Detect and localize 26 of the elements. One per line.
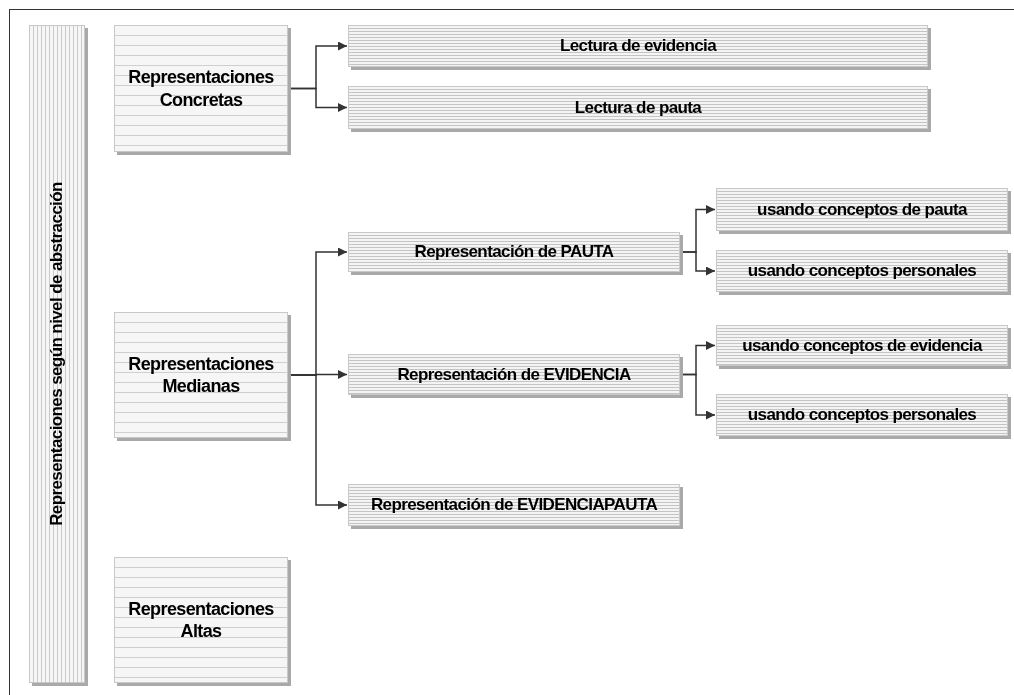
striped-box — [114, 312, 288, 438]
node-label: usando conceptos personales — [746, 260, 978, 282]
node-label: Representación de EVIDENCIA — [396, 363, 632, 386]
node-label: Lectura de evidencia — [558, 35, 718, 57]
node-label: Representaciones Concretas — [127, 66, 275, 111]
category-bar — [29, 25, 85, 683]
striped-box — [348, 484, 680, 526]
node-label: usando conceptos personales — [746, 404, 978, 426]
striped-box — [348, 25, 928, 67]
striped-box — [716, 325, 1008, 366]
node-label: Lectura de pauta — [573, 96, 703, 119]
node-label: Representación de PAUTA — [413, 241, 615, 263]
node-label: Representación de EVIDENCIAPAUTA — [369, 494, 659, 516]
node-label: usando conceptos de pauta — [756, 198, 969, 221]
striped-box — [716, 394, 1008, 436]
striped-box — [716, 188, 1008, 231]
node-label: usando conceptos de evidencia — [741, 334, 984, 357]
node-label: Representaciones Altas — [127, 597, 275, 643]
striped-box — [348, 232, 680, 272]
striped-box — [114, 557, 288, 683]
striped-box — [114, 25, 288, 152]
node-label: Representaciones según nivel de abstracción — [47, 182, 67, 526]
striped-box — [716, 250, 1008, 292]
node-label: Representaciones Medianas — [127, 352, 275, 398]
striped-box — [348, 354, 680, 395]
striped-box — [348, 86, 928, 129]
